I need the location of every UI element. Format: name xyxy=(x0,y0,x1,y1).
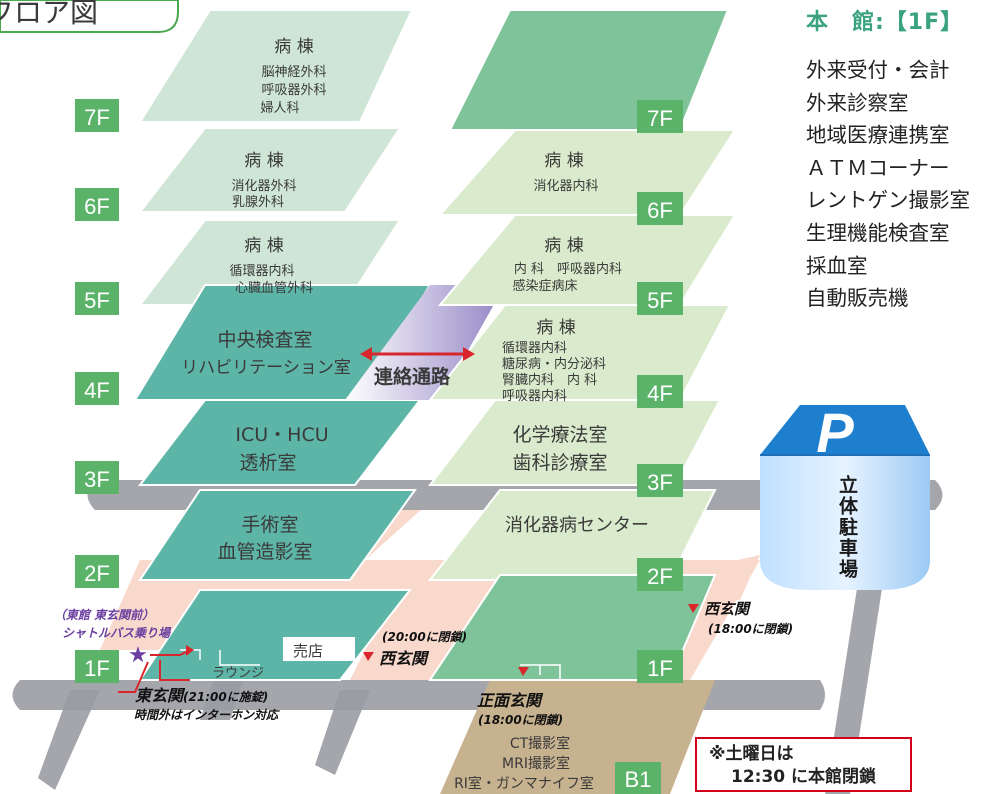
notice-line-2: 12:30 に本館閉鎖 xyxy=(731,767,877,787)
main-entrance-label: 正面玄関 xyxy=(477,691,544,710)
main-building-item: 外来受付・会計 xyxy=(806,58,950,82)
page-title: フロア図 xyxy=(0,0,98,29)
east-entrance-name: 東玄関 xyxy=(135,686,186,705)
east-2f-line-1: 手術室 xyxy=(241,514,298,536)
west-2f-line-1: 消化器病センター xyxy=(505,515,649,536)
shop-label: 売店 xyxy=(293,642,323,660)
floor-badge-7f-right: 7F xyxy=(647,106,673,131)
main-building-item: レントゲン撮影室 xyxy=(806,188,970,213)
west-4f-line-3: 腎臓内科 内 科 xyxy=(502,372,597,388)
east-5f-title: 病 棟 xyxy=(244,236,283,256)
floor-badge-2f-right: 2F xyxy=(647,564,673,589)
main-building-legend: 本 館:【1F】 外来受付・会計 外来診察室 地域医療連携室 ＡＴＭコーナー レ… xyxy=(806,0,996,315)
floor-badge-7f-left: 7F xyxy=(84,105,110,130)
floor-badges-right xyxy=(615,100,683,794)
parking-p-icon: P xyxy=(816,401,854,464)
corridor-connector xyxy=(345,285,505,400)
east-6f-line-2: 乳腺外科 xyxy=(232,195,284,210)
east-6f-title: 病 棟 xyxy=(244,151,283,171)
east-7f-line-2: 呼吸器外科 xyxy=(261,83,326,98)
main-building-item: 生理機能検査室 xyxy=(806,220,950,245)
west-entrance-inner-arrow-icon xyxy=(363,652,374,661)
west-4f-line-4: 呼吸器内科 xyxy=(502,388,567,404)
east-3f-line-1: ICU・HCU xyxy=(235,424,328,446)
parking-label: 立体駐車場 xyxy=(836,474,858,580)
east-7f-line-1: 脳神経外科 xyxy=(261,65,326,80)
main-building-item: 自動販売機 xyxy=(806,286,909,311)
west-3f-line-2: 歯科診療室 xyxy=(512,452,607,474)
west-6f-title: 病 棟 xyxy=(544,151,583,171)
floor-badge-2f-left: 2F xyxy=(84,561,110,586)
west-entrance-outer-arrow-icon xyxy=(688,604,699,613)
saturday-notice: ※土曜日は 12:30 に本館閉鎖 xyxy=(695,737,912,792)
east-5f-line-1: 循環器内科 xyxy=(229,263,294,279)
west-4f-line-1: 循環器内科 xyxy=(502,340,567,356)
west-5f-line-2: 感染症病床 xyxy=(512,278,577,294)
east-5f-line-2: 心臓血管外科 xyxy=(235,281,313,296)
shuttle-star-icon: ★ xyxy=(128,643,148,668)
floor-badges-left xyxy=(75,99,119,683)
east-4f-line-2: リハビリテーション室 xyxy=(181,358,351,378)
b1-line-1: CT撮影室 xyxy=(510,735,570,752)
east-entrance-label: 東玄関(21:00に施錠) xyxy=(135,686,268,705)
west-entrance-inner-note: (20:00に閉鎖) xyxy=(382,630,467,644)
west-entrance-inner-label: 西玄関 xyxy=(379,649,430,668)
main-building-item: 採血室 xyxy=(806,253,868,278)
floor-badge-4f-right: 4F xyxy=(647,381,673,406)
b1-line-3: RI室・ガンマナイフ室 xyxy=(454,775,594,792)
east-3f-line-2: 透析室 xyxy=(239,452,296,474)
west-4f-line-2: 糖尿病・内分泌科 xyxy=(502,356,606,372)
west-entrance-outer-label: 西玄関 xyxy=(704,600,752,618)
east-entrance-note: (21:00に施錠) xyxy=(183,690,268,704)
lounge-label: ラウンジ xyxy=(212,666,264,681)
main-building-item: 外来診察室 xyxy=(806,90,909,115)
west-5f-line-1: 内 科 呼吸器内科 xyxy=(514,261,622,277)
shuttle-line-1: （東館 東玄関前） xyxy=(54,608,154,622)
east-building xyxy=(133,9,432,681)
east-6f-line-1: 消化器外科 xyxy=(231,179,296,194)
east-entrance-arrow-icon xyxy=(186,645,194,656)
shuttle-line-2: シャトルバス乗り場 xyxy=(62,626,172,640)
b1-line-2: MRI撮影室 xyxy=(502,755,570,772)
main-entrance-note: (18:00に閉鎖) xyxy=(478,713,563,727)
main-entrance-arrow-icon xyxy=(518,667,529,676)
corridor-label: 連絡通路 xyxy=(374,365,451,388)
floor-badge-5f-left: 5F xyxy=(84,288,110,313)
floor-badge-b1: B1 xyxy=(625,767,652,792)
floor-badge-1f-left: 1F xyxy=(84,656,110,681)
main-building-item: 地域医療連携室 xyxy=(806,123,950,148)
floor-badge-3f-left: 3F xyxy=(84,467,110,492)
west-6f-line-1: 消化器内科 xyxy=(533,178,598,194)
floor-badge-1f-right: 1F xyxy=(647,656,673,681)
floor-badge-3f-right: 3F xyxy=(647,470,673,495)
east-entrance-after-hours: 時間外はインターホン対応 xyxy=(134,708,280,722)
corridor-arrow xyxy=(360,347,475,361)
east-4f-line-1: 中央検査室 xyxy=(217,329,312,351)
title-tab xyxy=(0,0,179,33)
parking-structure xyxy=(760,405,930,590)
floor-badge-5f-right: 5F xyxy=(647,288,673,313)
floor-badge-4f-left: 4F xyxy=(84,378,110,403)
west-5f-title: 病 棟 xyxy=(544,236,583,256)
shop-box xyxy=(283,637,355,661)
floor-badge-6f-right: 6F xyxy=(647,198,673,223)
west-entrance-outer-note: (18:00に閉鎖) xyxy=(708,622,793,636)
west-4f-title: 病 棟 xyxy=(536,318,575,338)
main-building-title: 本 館:【1F】 xyxy=(806,10,964,35)
east-7f-line-3: 婦人科 xyxy=(260,100,299,116)
main-building-item: ＡＴＭコーナー xyxy=(806,155,950,180)
east-7f-title: 病 棟 xyxy=(274,37,313,57)
notice-line-1: ※土曜日は xyxy=(709,744,794,764)
west-building xyxy=(427,9,737,681)
main-building-list: 外来受付・会計 外来診察室 地域医療連携室 ＡＴＭコーナー レントゲン撮影室 生… xyxy=(806,54,996,315)
floor-badge-6f-left: 6F xyxy=(84,194,110,219)
east-2f-line-2: 血管造影室 xyxy=(217,541,312,563)
west-3f-line-1: 化学療法室 xyxy=(512,424,607,446)
